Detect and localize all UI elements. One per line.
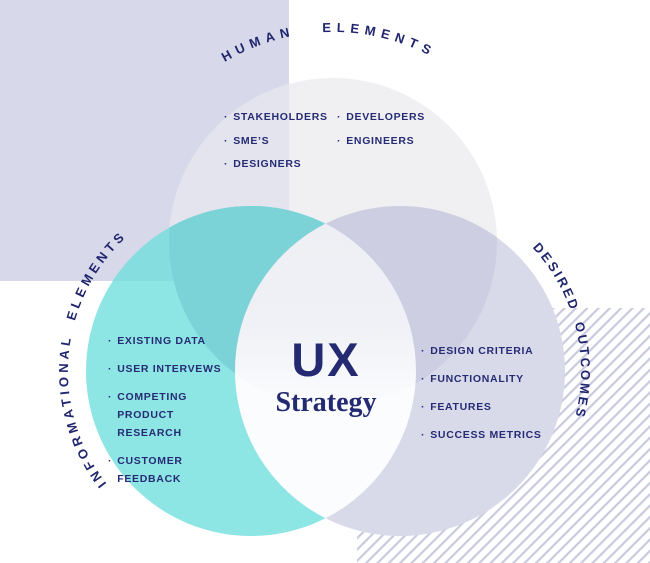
list-item: · SUCCESS METRICS bbox=[421, 427, 542, 444]
bullet-dot-icon: · bbox=[108, 335, 113, 347]
list-item: · ENGINEERS bbox=[337, 130, 425, 154]
list-item: · SME’S bbox=[224, 130, 328, 154]
list-item: · FUNCTIONALITY bbox=[421, 371, 542, 388]
bullet-dot-icon: · bbox=[421, 401, 426, 413]
informational-items: · EXISTING DATA · USER INTERVEWS · COMPE… bbox=[108, 332, 238, 498]
list-item: · DESIGNERS bbox=[224, 153, 328, 177]
human-items-column-1: · STAKEHOLDERS · SME’S · DESIGNERS bbox=[224, 106, 328, 177]
bullet-dot-icon: · bbox=[224, 158, 229, 170]
bullet-dot-icon: · bbox=[108, 455, 113, 467]
bullet-dot-icon: · bbox=[421, 429, 426, 441]
list-item: · FEATURES bbox=[421, 399, 542, 416]
list-item: · COMPETING PRODUCT RESEARCH bbox=[108, 388, 238, 442]
list-item: · DEVELOPERS bbox=[337, 106, 425, 130]
bullet-dot-icon: · bbox=[224, 134, 229, 147]
ux-title: UX bbox=[291, 333, 361, 386]
list-item: · USER INTERVEWS bbox=[108, 360, 238, 378]
list-item: · STAKEHOLDERS bbox=[224, 106, 328, 130]
strategy-subtitle: Strategy bbox=[275, 387, 377, 418]
bullet-dot-icon: · bbox=[108, 391, 113, 403]
list-item: · DESIGN CRITERIA bbox=[421, 343, 542, 360]
bullet-dot-icon: · bbox=[108, 363, 113, 375]
bullet-dot-icon: · bbox=[224, 111, 229, 123]
bullet-dot-icon: · bbox=[421, 373, 426, 385]
list-item: · EXISTING DATA bbox=[108, 332, 238, 350]
bullet-dot-icon: · bbox=[421, 345, 426, 357]
human-items-column-2: · DEVELOPERS · ENGINEERS bbox=[337, 106, 425, 153]
center-title-block: UX Strategy bbox=[246, 336, 406, 418]
bullet-dot-icon: · bbox=[337, 134, 342, 147]
list-item: · CUSTOMER FEEDBACK bbox=[108, 452, 238, 488]
desired-items: · DESIGN CRITERIA · FUNCTIONALITY · FEAT… bbox=[421, 343, 542, 455]
bullet-dot-icon: · bbox=[337, 111, 342, 123]
